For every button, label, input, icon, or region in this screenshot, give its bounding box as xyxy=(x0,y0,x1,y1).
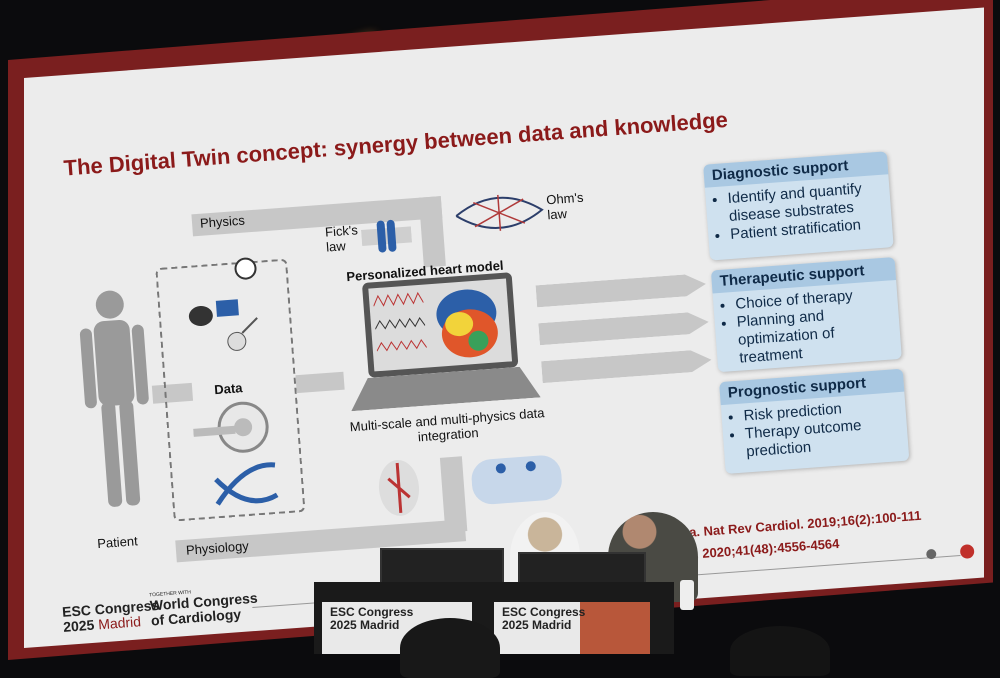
prognostic-arrow xyxy=(541,349,712,383)
audience-head xyxy=(400,618,500,678)
podium-screen-left-line2: 2025 Madrid xyxy=(330,618,400,632)
laptop-screen xyxy=(361,272,519,378)
podium-screen-left-line1: ESC Congress xyxy=(330,605,414,619)
mesh-network-icon xyxy=(455,194,544,231)
footer-dot-red xyxy=(959,544,975,559)
podium-screen-right: ESC Congress 2025 Madrid xyxy=(494,602,650,654)
podium-screen-right-line2: 2025 Madrid xyxy=(502,618,572,632)
cell-icon xyxy=(471,455,562,505)
slide-content: The Digital Twin concept: synergy betwee… xyxy=(0,0,1000,657)
therapeutic-support-box: Therapeutic support Choice of therapy Pl… xyxy=(710,257,902,373)
slide-title: The Digital Twin concept: synergy betwee… xyxy=(62,106,729,181)
esc-congress-logo: ESC Congress 2025 Madrid xyxy=(62,597,161,635)
audience-head xyxy=(730,626,830,676)
ohms-law-label: Ohm's law xyxy=(545,189,584,223)
data-label: Data xyxy=(213,380,243,398)
therapeutic-item: Planning and optimization of treatment xyxy=(736,303,894,368)
circulatory-system-icon xyxy=(378,459,420,516)
data-to-model-arrow xyxy=(295,371,345,394)
dna-icon xyxy=(214,462,279,506)
ecg-traces-icon xyxy=(373,291,428,352)
therapeutic-arrow xyxy=(538,311,709,345)
heart-model-icon xyxy=(436,289,498,358)
stethoscope-icon xyxy=(227,317,258,351)
prognostic-support-box: Prognostic support Risk prediction Thera… xyxy=(719,368,910,474)
physiology-arrow-up xyxy=(439,456,468,533)
water-bottle xyxy=(680,580,694,610)
diagnostic-support-box: Diagnostic support Identify and quantify… xyxy=(703,151,894,261)
physics-arrow-down xyxy=(418,196,446,268)
podium-screen-right-line1: ESC Congress xyxy=(502,605,586,619)
mri-scanner-icon xyxy=(193,401,269,453)
citation: nova. Nat Rev Cardiol. 2019;16(2):100-11… xyxy=(665,507,922,542)
wcc-logo: TOGETHER WITH World Congress of Cardiolo… xyxy=(149,585,259,628)
integration-label: Multi-scale and multi-physics data integ… xyxy=(349,405,545,445)
patient-silhouette xyxy=(79,290,149,507)
blood-pressure-icon xyxy=(188,257,257,327)
diagnostic-arrow xyxy=(536,273,707,307)
membrane-channel-icon xyxy=(361,219,413,253)
patient-label: Patient xyxy=(96,533,139,552)
